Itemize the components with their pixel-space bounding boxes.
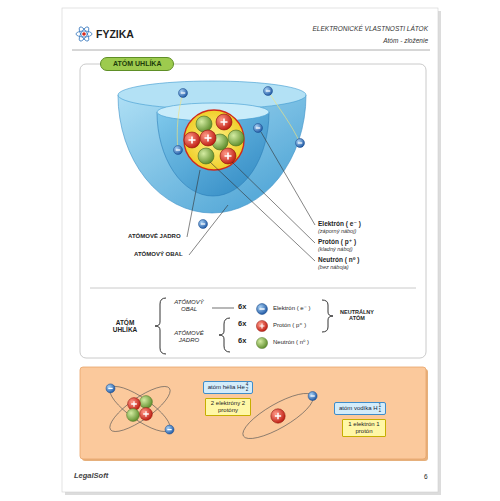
publisher-logo: LegalSoft <box>74 472 108 481</box>
box-text: ATÓM UHLÍKA <box>113 60 161 67</box>
isotope-numbers: 11 <box>379 404 382 413</box>
neutron <box>198 148 214 164</box>
hydrogen-atom <box>237 386 318 447</box>
proton <box>200 130 216 146</box>
chapter-heading: ELEKTRONICKÉ VLASTNOSTI LÁTOK <box>250 25 428 32</box>
atom-name: ATÓM UHLÍKA <box>104 319 146 334</box>
box-text: atóm vodíka H <box>339 405 378 411</box>
proton-icon <box>256 320 267 331</box>
electron <box>199 220 208 229</box>
neutron <box>196 116 212 132</box>
neutron <box>228 130 244 146</box>
subject-title: FYZIKA <box>96 28 134 40</box>
particle-count-box: 1 elektrón 1 protón <box>342 419 386 437</box>
atom-icon <box>76 26 92 43</box>
shell-name: ATÓMOVÝ OBAL <box>168 299 210 313</box>
electron-path <box>268 91 300 143</box>
leader-lines <box>187 132 315 261</box>
part-name: ATÓMOVÉ JADRO <box>128 233 181 240</box>
charge-note: (kladný náboj) <box>318 246 353 252</box>
nuclide-number: 2 <box>246 388 249 393</box>
neutron-icon <box>256 337 267 348</box>
header-rule <box>72 50 430 51</box>
proton <box>184 132 200 148</box>
proton <box>220 148 236 164</box>
nucleus <box>184 110 244 170</box>
section-title-pill: ATÓM UHLÍKA <box>100 57 174 71</box>
box-text: atóm hélia He <box>208 384 245 390</box>
isotope-numbers: 42 <box>246 383 249 392</box>
electron <box>179 89 188 98</box>
page-number: 6 <box>424 473 428 480</box>
electron-path <box>177 93 183 150</box>
helium-atom <box>104 379 176 438</box>
atom-note: NEUTRÁLNY ATÓM <box>336 309 378 322</box>
count: 6x <box>238 320 246 329</box>
particle-count-box: 2 elektróny 2 protóny <box>205 398 251 416</box>
electron-icon <box>257 304 268 315</box>
outer-shell <box>118 95 306 213</box>
count: 6x <box>238 303 246 312</box>
particle-name: Neutrón ( n⁰ ) <box>273 339 309 346</box>
particle-name: Protón ( p⁺ ) <box>273 322 306 329</box>
page-sheet <box>62 8 438 492</box>
particle-name: Neutrón ( n⁰ ) <box>318 256 359 263</box>
element-label-box: atóm hélia He42 <box>203 381 254 394</box>
example-panel <box>80 367 426 459</box>
separator <box>90 288 416 289</box>
particle-name: Protón ( p⁺ ) <box>318 238 356 245</box>
nuclide-number: 1 <box>379 409 382 414</box>
box-text: 1 elektrón 1 protón <box>348 421 379 434</box>
particle-name: Elektrón ( e⁻ ) <box>318 220 361 227</box>
count: 6x <box>238 337 246 346</box>
charge-note: (bez náboja) <box>318 264 349 270</box>
electron <box>174 146 183 155</box>
particle-name: Elektrón ( e⁻ ) <box>273 305 311 312</box>
part-name: ATÓMOVÝ OBAL <box>134 251 183 258</box>
electron <box>264 87 273 96</box>
content-panel <box>80 64 426 358</box>
proton <box>216 114 232 130</box>
brace <box>155 298 333 354</box>
charge-note: (záporný náboj) <box>318 228 356 234</box>
electron <box>296 139 305 148</box>
topic-subheading: Atóm - zloženie <box>250 37 428 44</box>
dash <box>212 308 234 309</box>
box-text: 2 elektróny 2 protóny <box>211 400 245 413</box>
electron <box>254 124 263 133</box>
element-label-box: atóm vodíka H11 <box>334 402 386 415</box>
page-shadow <box>65 11 441 495</box>
nucleus-name: ATÓMOVÉ JADRO <box>168 330 210 344</box>
